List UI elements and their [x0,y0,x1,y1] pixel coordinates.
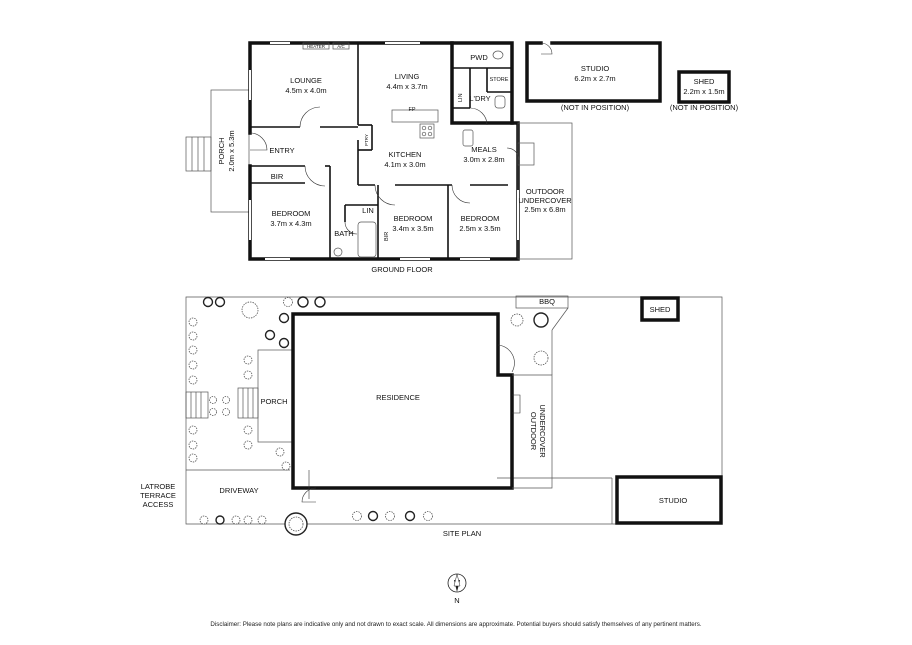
compass-label: N [454,596,459,605]
fixtures [302,42,535,258]
heater-label: HEATER [307,44,326,49]
fp-label: FP [408,107,415,113]
kitchen-sink [462,129,474,147]
disclaimer: Disclaimer: Please note plans are indica… [210,621,702,628]
outdoor-line2: UNDERCOVER [518,196,572,205]
bedroom2-name: BEDROOM [394,214,433,223]
site-driveway-label: DRIVEWAY [219,486,258,495]
bath-basin [333,247,343,257]
porch-steps [185,136,212,172]
bedroom2-dims: 3.4m x 3.5m [392,224,433,233]
site-plan-title: SITE PLAN [443,529,481,538]
fireplace [391,109,439,123]
store-label: STORE [490,77,509,83]
studio-name: STUDIO [581,64,610,73]
cooktop [419,123,435,139]
site-plan: RESIDENCE PORCH STUDIO SHED BBQ DRIVEWAY… [140,295,723,538]
ac-label: A/C [337,44,345,49]
ptry-label: PTRY [364,134,369,146]
site-studio-label: STUDIO [659,496,688,505]
outdoor-line1: OUTDOOR [526,187,565,196]
porch-name: PORCH [217,137,226,164]
laundry-tub [494,95,506,109]
windows [249,42,519,260]
site-shed [640,296,680,322]
site-outdoor-undercover [512,374,553,489]
outdoor-dims: 2.5m x 6.8m [524,205,565,214]
site-studio [615,475,723,525]
site-bbq-label: BBQ [539,297,555,306]
internal-walls [250,43,512,259]
meals-name: MEALS [471,145,496,154]
studio-note: (NOT IN POSITION) [561,103,630,112]
bath-label: BATH [334,229,353,238]
shed-dims: 2.2m x 1.5m [683,87,724,96]
door-swings [249,106,520,235]
laundry-wing-wall [450,41,514,125]
bedroom1-dims: 3.7m x 4.3m [270,219,311,228]
meals-dims: 3.0m x 2.8m [463,155,504,164]
ground-floor-title: GROUND FLOOR [371,265,433,274]
shed-plan: SHED 2.2m x 1.5m (NOT IN POSITION) [670,70,739,112]
small-labels: ENTRY BIR BATH LIN PWD STORE L'DRY FP HE… [269,44,508,241]
site-porch-steps [185,387,259,419]
site-boundary [185,296,723,525]
access-line1: LATROBE [141,482,175,491]
pwd-label: PWD [470,53,488,62]
north-compass-icon: N [447,573,467,605]
site-outdoor-line2: UNDERCOVER [538,404,547,458]
lounge-dims: 4.5m x 4.0m [285,86,326,95]
bbq-area [515,295,569,309]
room-labels: LOUNGE 4.5m x 4.0m LIVING 4.4m x 3.7m KI… [217,72,572,233]
shed-note: (NOT IN POSITION) [670,103,739,112]
lin1-label: LIN [362,206,374,215]
access-line2: TERRACE [140,491,176,500]
living-dims: 4.4m x 3.7m [386,82,427,91]
shed-name: SHED [694,77,715,86]
site-residence-label: RESIDENCE [376,393,420,402]
site-porch-label: PORCH [260,397,287,406]
kitchen-dims: 4.1m x 3.0m [384,160,425,169]
heater-unit [302,42,330,50]
bedroom3-dims: 2.5m x 3.5m [459,224,500,233]
bathtub [357,221,377,258]
access-line3: ACCESS [143,500,174,509]
bir2-label: BIR [384,232,390,241]
studio-dims: 6.2m x 2.7m [574,74,615,83]
lounge-name: LOUNGE [290,76,322,85]
site-shed-label: SHED [650,305,671,314]
ac-unit [332,42,350,50]
living-name: LIVING [395,72,420,81]
entry-label: ENTRY [269,146,294,155]
studio-plan: STUDIO 6.2m x 2.7m (NOT IN POSITION) [525,41,662,112]
kitchen-name: KITCHEN [389,150,422,159]
site-porch [257,349,295,443]
porch-dims: 2.0m x 5.3m [227,130,236,171]
toilet [492,50,504,60]
ground-floor-plan: LOUNGE 4.5m x 4.0m LIVING 4.4m x 3.7m KI… [185,41,573,274]
bir1-label: BIR [271,172,284,181]
lin2-label: LIN [458,93,464,102]
site-outdoor-line1: OUTDOOR [529,412,538,451]
ldry-label: L'DRY [469,94,490,103]
bedroom3-name: BEDROOM [461,214,500,223]
bedroom1-name: BEDROOM [272,209,311,218]
outdoor-table [517,142,535,166]
site-trees [188,296,549,536]
